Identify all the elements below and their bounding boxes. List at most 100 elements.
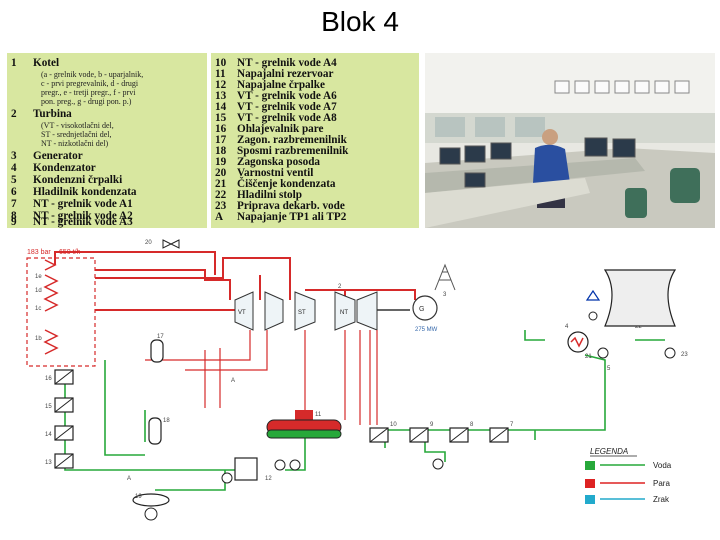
svg-text:20: 20 bbox=[145, 240, 152, 246]
boiler-pressure-label: 183 bar bbox=[27, 249, 51, 256]
hp-heaters bbox=[54, 369, 74, 469]
turbine-label-nt: NT bbox=[340, 310, 348, 316]
cooling-tower-icon bbox=[603, 269, 677, 327]
boiler-coil-upper bbox=[43, 259, 59, 312]
turbine-group bbox=[234, 291, 378, 331]
svg-text:16: 16 bbox=[45, 376, 52, 382]
pump-6 bbox=[432, 458, 444, 470]
page-title: Blok 4 bbox=[321, 6, 399, 37]
pump-12b bbox=[289, 459, 301, 471]
svg-text:7: 7 bbox=[510, 422, 514, 428]
pump-12a bbox=[274, 459, 286, 471]
cleaning-unit bbox=[234, 457, 258, 481]
svg-text:17: 17 bbox=[157, 334, 164, 340]
svg-text:11: 11 bbox=[315, 412, 322, 418]
legend-subtext: (a - grelnik vode, b - uparjalnik, bbox=[41, 70, 144, 79]
legend-swatch-water bbox=[585, 461, 595, 470]
power-plant-schematic: 183 bar 650 t/h 1e 1d 1c 1b VT ST NT bbox=[26, 239, 688, 521]
svg-text:22: 22 bbox=[635, 324, 642, 330]
pumps bbox=[144, 347, 676, 521]
turbine-st bbox=[294, 291, 316, 331]
generator-icon bbox=[412, 295, 438, 321]
vessel-17 bbox=[150, 339, 164, 363]
svg-text:4: 4 bbox=[565, 324, 569, 330]
legend-subtext: c - prvi pregrevalnik, d - drugi bbox=[41, 79, 139, 88]
vessel-19 bbox=[132, 493, 170, 507]
legend-label-steam: Para bbox=[653, 479, 670, 488]
pump-23 bbox=[664, 347, 676, 359]
safety-valve-icon bbox=[162, 239, 180, 249]
pump-5 bbox=[597, 347, 609, 359]
svg-text:9: 9 bbox=[430, 422, 434, 428]
air-inlet-icon bbox=[585, 289, 601, 301]
legend-subtext: NT - nizkotlačni del) bbox=[41, 139, 109, 148]
node-label-1b: 1d bbox=[35, 288, 42, 294]
node-label-1c: 1c bbox=[35, 306, 41, 312]
extraction-lines bbox=[145, 330, 378, 425]
svg-text:8: 8 bbox=[470, 422, 474, 428]
svg-text:15: 15 bbox=[45, 404, 52, 410]
svg-text:3: 3 bbox=[443, 292, 447, 298]
svg-text:5: 5 bbox=[607, 366, 611, 372]
svg-text:A: A bbox=[127, 476, 131, 482]
vessels bbox=[132, 339, 170, 507]
boiler-coil-lower bbox=[43, 329, 59, 355]
svg-text:A: A bbox=[231, 378, 235, 384]
power-tower-icon bbox=[434, 263, 456, 291]
svg-text:13: 13 bbox=[45, 460, 52, 466]
svg-text:10: 10 bbox=[390, 422, 397, 428]
generator-power-label: 275 MW bbox=[415, 327, 438, 333]
legend-label-water: Voda bbox=[653, 461, 672, 470]
steam-lines bbox=[54, 251, 416, 311]
turbine-label-vt: VT bbox=[238, 310, 246, 316]
node-label-1d: 1b bbox=[35, 336, 42, 342]
feedwater-tank bbox=[266, 410, 342, 439]
legend-subtext: pregr., e - tretji pregr., f - prvi bbox=[41, 88, 136, 97]
svg-text:23: 23 bbox=[681, 352, 688, 358]
legend-swatch-air bbox=[585, 495, 595, 504]
legend-subtext: (VT - visokotlačni del, bbox=[41, 121, 114, 130]
node-label-1a: 1e bbox=[35, 274, 42, 280]
condenser bbox=[567, 331, 589, 353]
svg-text:19: 19 bbox=[135, 494, 142, 500]
turbine-vt bbox=[234, 291, 254, 331]
svg-text:G: G bbox=[419, 306, 424, 313]
legend-swatch-steam bbox=[585, 479, 595, 488]
svg-text:12: 12 bbox=[265, 476, 272, 482]
legend-subtext: ST - srednjetlačni del, bbox=[41, 130, 112, 139]
boiler-enclosure bbox=[26, 257, 96, 367]
process-diagram: 183 bar 650 t/h 1e 1d 1c 1b VT ST NT bbox=[5, 230, 715, 535]
pump-19 bbox=[144, 507, 158, 521]
svg-text:14: 14 bbox=[45, 432, 52, 438]
svg-text:21: 21 bbox=[585, 354, 592, 360]
legend-label-air: Zrak bbox=[653, 495, 670, 504]
vessel-18 bbox=[148, 417, 162, 445]
svg-text:18: 18 bbox=[163, 418, 170, 424]
svg-text:2: 2 bbox=[338, 284, 342, 290]
